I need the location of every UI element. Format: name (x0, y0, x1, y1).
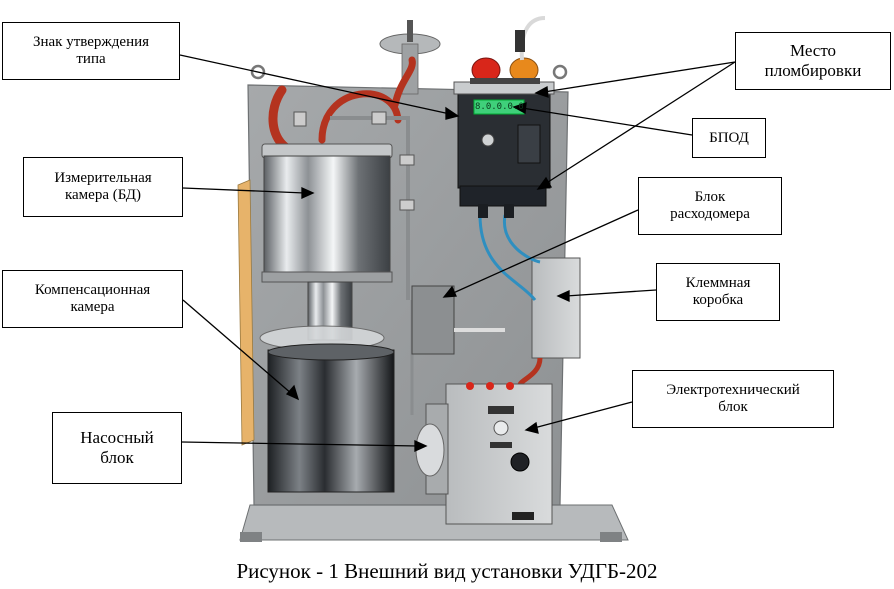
label-compensation-chamber: Компенсационная камера (2, 270, 183, 328)
label-line: камера (БД) (64, 187, 142, 203)
bpod-connector (504, 204, 514, 218)
et-nameplate (512, 512, 534, 520)
arrowhead (536, 176, 553, 190)
lamp-base (470, 78, 540, 84)
base-foot (600, 532, 622, 542)
label-line: камера (70, 299, 115, 315)
arrowhead (285, 384, 300, 401)
arrowhead (524, 421, 539, 434)
leader-line (182, 299, 293, 395)
electrotechnical-box (445, 383, 553, 525)
label-line: Компенсационная (34, 282, 151, 298)
et-terminal-red (466, 382, 474, 390)
label-flowmeter-block: Блок расходомера (638, 177, 782, 235)
arrowhead (556, 289, 570, 303)
label-line: Клеммная (685, 275, 751, 291)
terminal-box (531, 257, 581, 359)
measuring-chamber (263, 155, 391, 279)
lifting-eye (250, 64, 266, 80)
arrowhead (534, 85, 549, 98)
label-line: Знак утверждения (32, 34, 150, 50)
label-line: блок (100, 448, 134, 467)
label-line: блок (718, 399, 748, 415)
et-label-plate (488, 406, 514, 414)
label-line: Место (789, 41, 837, 60)
label-line: расходомера (670, 206, 750, 222)
top-stem (407, 20, 413, 42)
arrowhead (512, 102, 527, 115)
pipe-fitting (371, 111, 387, 125)
leader-line (544, 61, 736, 185)
label-line: Электротехнический (666, 382, 800, 398)
leader-line (533, 401, 633, 429)
pipe-fitting (293, 111, 307, 127)
bpod-knob (481, 133, 495, 147)
et-terminal-red (506, 382, 514, 390)
label-pump-block: Насосный блок (52, 412, 182, 484)
base-plate (239, 504, 629, 541)
label-bpod: БПОД (692, 118, 766, 158)
base-foot (240, 532, 262, 542)
et-switch (510, 452, 530, 472)
label-line: коробка (692, 292, 744, 308)
label-line: БПОД (709, 129, 749, 146)
arrowhead (301, 186, 315, 200)
et-indicator (493, 420, 509, 436)
pipe-fitting (399, 199, 415, 211)
label-seal-place: Место пломбировки (735, 32, 891, 90)
arrowhead (445, 106, 460, 120)
bpod-keypad (517, 124, 541, 164)
label-line: типа (76, 51, 106, 67)
label-line: Насосный (80, 428, 154, 447)
label-terminal-box: Клеммная коробка (656, 263, 780, 321)
leader-lines (179, 54, 736, 453)
bpod-bottom-plate (459, 185, 547, 207)
bpod-display-text: 8.0.0.0.0 (475, 102, 523, 112)
pump-block (415, 423, 445, 477)
bpod-connector (478, 204, 488, 218)
lifting-eye (552, 64, 568, 80)
hose (391, 56, 416, 109)
pipe-fitting (399, 154, 415, 166)
label-line: Блок (694, 189, 726, 205)
compensation-chamber (267, 349, 395, 493)
cable (503, 214, 541, 264)
et-terminal-red (486, 382, 494, 390)
leader-line (181, 441, 419, 447)
label-line: Измерительная (54, 170, 152, 186)
leader-line (521, 107, 693, 136)
leader-line (565, 289, 657, 297)
label-type-approval-mark: Знак утверждения типа (2, 22, 180, 80)
cable (519, 16, 546, 61)
compensation-chamber-top (267, 343, 395, 361)
arrowhead (442, 285, 457, 298)
label-measuring-chamber: Измерительная камера (БД) (23, 157, 183, 217)
leader-line (543, 61, 736, 93)
arrowhead (414, 439, 428, 453)
label-line: пломбировки (764, 61, 862, 80)
measuring-chamber-base (261, 271, 393, 283)
side-flange (237, 179, 255, 446)
connector (515, 30, 525, 52)
et-label-plate (490, 442, 512, 448)
label-electrotechnical-block: Электротехнический блок (632, 370, 834, 428)
leader-line (182, 187, 306, 194)
leader-line (179, 54, 451, 115)
leader-line (450, 209, 639, 295)
figure-caption: Рисунок - 1 Внешний вид установки УДГБ-2… (236, 559, 658, 583)
